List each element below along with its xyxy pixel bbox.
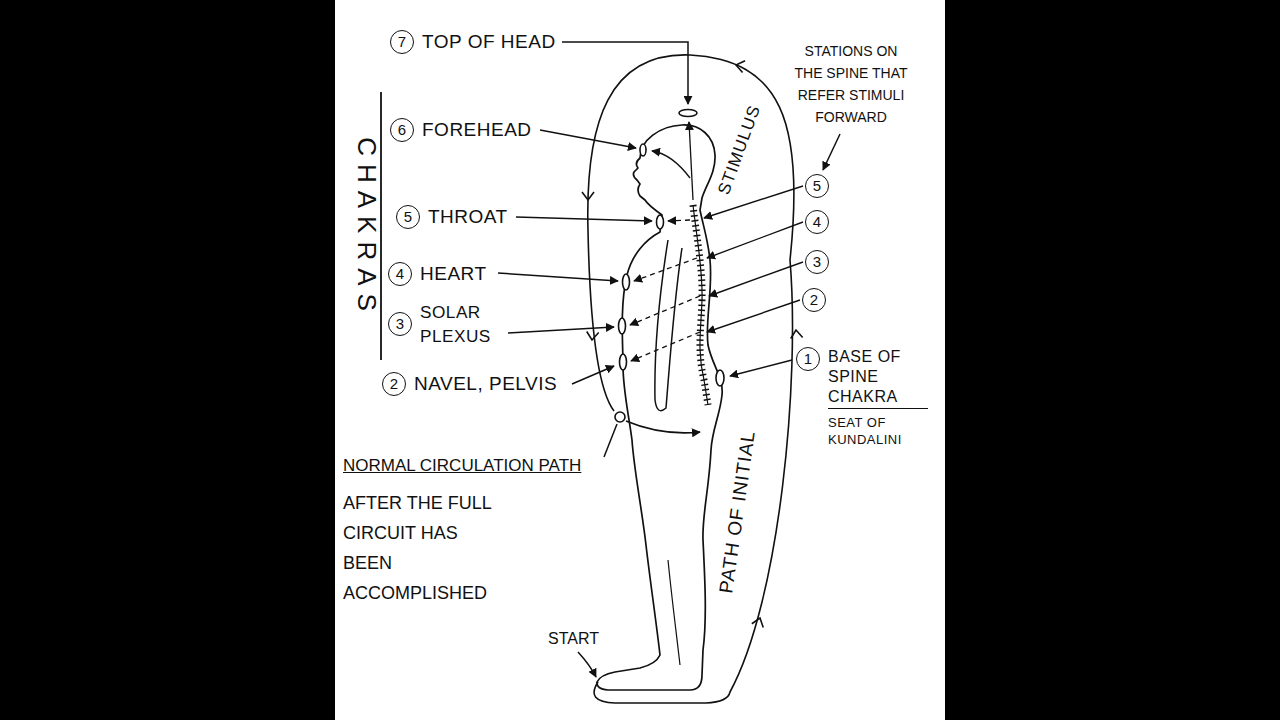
chakra-label: TOP OF HEAD [422,30,556,54]
chakra-callout: 5 THROAT [396,205,508,229]
chakra-oval [716,370,724,386]
spine-vertebrae [693,205,708,405]
callout-number: 5 [805,174,829,198]
start-label: START [548,630,599,648]
chakra-label: BASE OF SPINE CHAKRA [828,347,928,409]
label-column: FOREHEAD [422,118,532,142]
callout-number: 4 [805,210,829,234]
direction-chevron [582,192,594,200]
station-arrow [707,222,803,258]
station-arrow [709,262,803,296]
leader-arrow [508,327,614,333]
direction-chevron [790,329,803,338]
callout-number: 5 [396,205,420,229]
forward-arrow [634,258,697,281]
leader-arrow [540,130,636,148]
return-arrow [626,421,700,433]
leader-line [604,424,617,457]
note: STATIONS ON THE SPINE THAT REFER STIMULI… [790,40,912,128]
label-column: HEART [420,262,487,286]
chakra-oval [657,215,664,229]
head-arrows [652,122,693,200]
chakra-label: HEART [420,262,487,286]
chakra-oval [679,110,697,117]
chakra-oval [619,318,626,334]
station-arrow [707,300,800,332]
station-arrow [730,360,792,376]
leader-arrow [498,273,618,281]
note: AFTER THE FULL CIRCUIT HAS BEEN ACCOMPLI… [343,488,500,608]
chakra-callout: 6 FOREHEAD [390,118,532,142]
circulation-path [588,55,794,703]
chakra-callout: 2 NAVEL, PELVIS [382,372,557,396]
callout-number: 3 [805,250,829,274]
forward-arrow [668,220,690,221]
direction-chevron [752,616,766,627]
chakra-callout: 7 TOP OF HEAD [390,30,556,54]
label-column: TOP OF HEAD [422,30,556,54]
station-callout: 4 [805,210,829,234]
chakra-label: SOLAR PLEXUS [420,300,520,348]
callout-number: 2 [382,372,406,396]
chakra-label: NAVEL, PELVIS [414,372,557,396]
callout-number: 1 [796,347,820,371]
callout-number: 7 [390,30,414,54]
leader-arrow [572,366,614,384]
head-arrow [689,122,693,200]
station-callout: 5 [805,174,829,198]
callout-number: 3 [388,312,412,336]
leader-arrow [562,42,688,104]
chakra-callout: 3 SOLAR PLEXUS [388,300,520,348]
chakra-oval [640,144,646,156]
leader-lines [498,42,840,677]
chakra-oval [623,274,630,290]
start-arrow [578,652,596,677]
spine-line [693,205,708,405]
direction-chevron [586,332,599,341]
note: SEAT OF KUNDALINI [828,414,928,448]
chakra-callout: 4 HEART [388,262,487,286]
label-column: SOLAR PLEXUS [420,300,520,348]
group-heading: CHAKRAS [353,137,382,319]
station-callout: 1 BASE OF SPINE CHAKRA SEAT OF KUNDALINI [796,347,932,448]
paper [335,0,945,720]
label-column: THROAT [428,205,508,229]
label-column: NAVEL, PELVIS [414,372,557,396]
chakra-label: FOREHEAD [422,118,532,142]
label-column: BASE OF SPINE CHAKRA SEAT OF KUNDALINI [828,347,932,448]
path-heading: NORMAL CIRCULATION PATH [343,456,581,476]
leg-line [668,560,680,665]
leader-arrow [823,134,840,170]
chakra-label: THROAT [428,205,508,229]
path-marker [615,412,625,422]
callout-number: 2 [802,288,826,312]
leader-arrow [516,217,652,221]
callout-number: 6 [390,118,414,142]
chakra-oval [620,354,627,370]
direction-chevron [735,59,745,72]
forward-arrows [630,220,700,361]
forward-arrow [631,332,700,361]
head-arrow [652,151,690,178]
human-figure [597,125,722,690]
station-callout: 2 [802,288,826,312]
callout-number: 4 [388,262,412,286]
forward-arrow [630,296,700,325]
station-arrows [704,186,803,376]
station-callout: 3 [805,250,829,274]
